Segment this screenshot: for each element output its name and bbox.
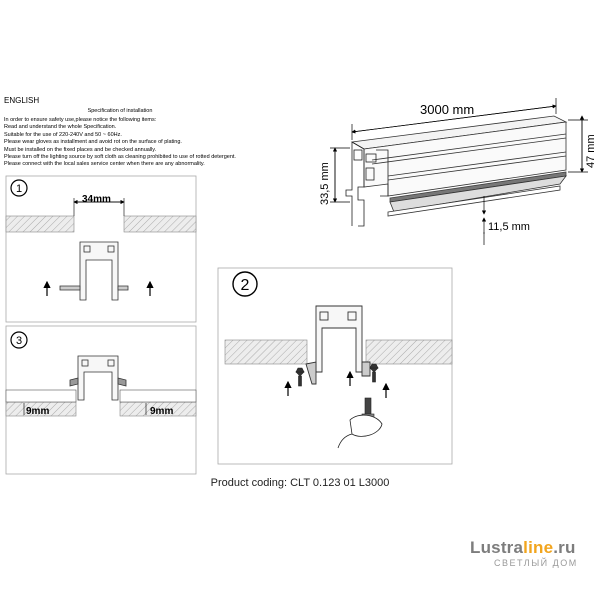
spec-line: Read and understand the whole Specificat…: [4, 124, 117, 131]
profile-section: [305, 305, 371, 385]
step-1-number: 1: [16, 183, 22, 195]
profile-section: [69, 355, 127, 401]
screw-icon: [295, 367, 305, 387]
dim-lip: 11,5 mm: [488, 221, 530, 233]
spec-line: Please connect with the local sales serv…: [4, 161, 205, 168]
logo-tagline: СВЕТЛЫЙ ДОМ: [494, 558, 578, 568]
spec-line: Must be installed on the fixed places an…: [4, 146, 157, 153]
logo-wordmark: Lustraline.ru: [470, 538, 600, 558]
spec-title: Specification of installation: [87, 108, 153, 114]
screwdriver-icon: [337, 397, 383, 449]
profile-dimensions: [330, 98, 588, 245]
spec-line: Please turn off the lighting source by s…: [4, 154, 236, 161]
logo-accent: line: [523, 538, 554, 557]
dim-length: 3000 mm: [420, 102, 474, 117]
screw-icon: [369, 363, 379, 383]
product-coding: Product coding: CLT 0.123 01 L3000: [210, 477, 390, 489]
language-label: ENGLISH: [4, 96, 40, 105]
step-3-panel: 3 9mm 9mm: [5, 325, 197, 475]
step-3-number: 3: [16, 335, 22, 347]
step-2-panel: 2: [217, 267, 453, 465]
profile-section: [59, 241, 129, 301]
spec-line: In order to ensure safety use,please not…: [4, 117, 157, 123]
spec-text: In order to ensure safety use,please not…: [4, 117, 304, 169]
spec-line: Suitable for the use of 220-240V and 50 …: [4, 131, 122, 138]
dim-gap: 34mm: [82, 194, 111, 205]
step-2-number: 2: [241, 277, 250, 294]
profile-3d-drawing: [345, 115, 568, 227]
logo-brand: Lustra: [470, 538, 524, 557]
logo-tld: .ru: [553, 538, 576, 557]
dim-height: 47 mm: [585, 134, 597, 168]
dim-depth: 33,5 mm: [319, 162, 331, 205]
dim-board-left: 9mm: [26, 406, 49, 417]
step-1-panel: 1 34mm: [5, 175, 197, 323]
brand-logo: Lustraline.ru СВЕТЛЫЙ ДОМ: [470, 538, 600, 568]
spec-line: Please wear gloves as installment and av…: [4, 139, 182, 146]
dim-board-right: 9mm: [150, 406, 173, 417]
